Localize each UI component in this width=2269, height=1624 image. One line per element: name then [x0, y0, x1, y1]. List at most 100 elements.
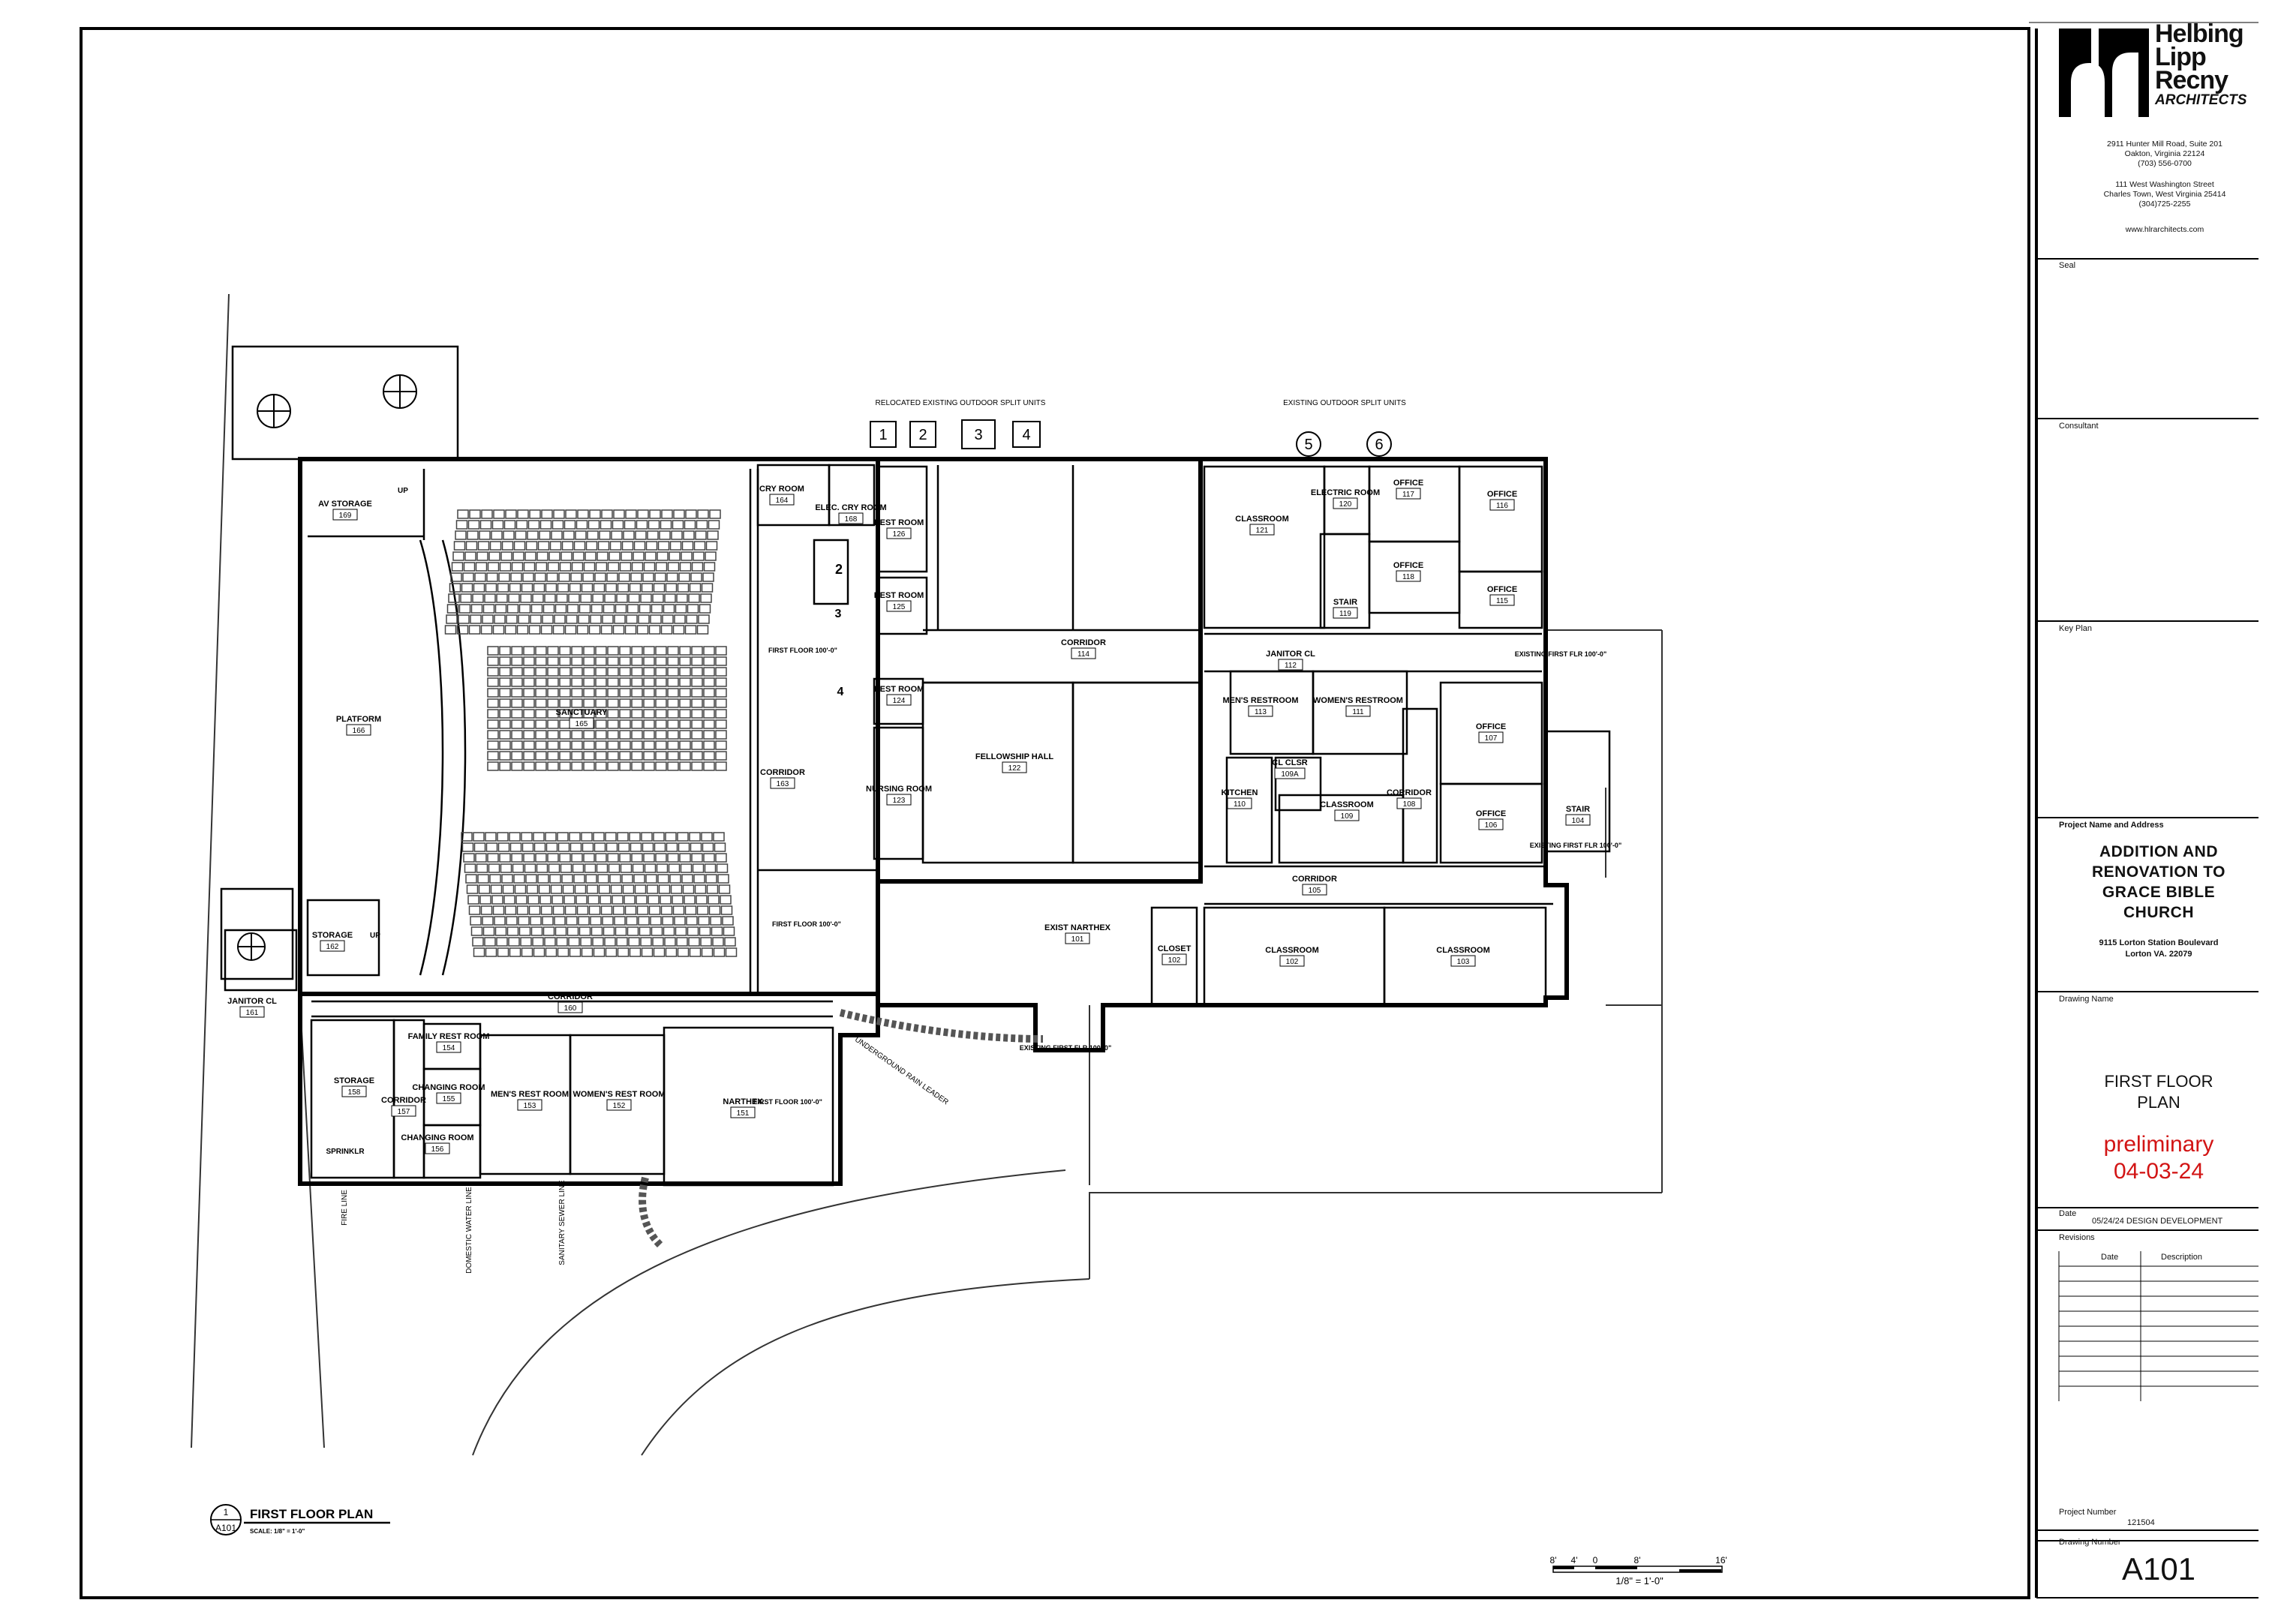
note-water-line: DOMESTIC WATER LINE — [465, 1187, 473, 1274]
room-name: PLATFORM — [336, 715, 381, 724]
project-address-line: Lorton VA. 22079 — [2125, 950, 2192, 959]
room-name: AV STORAGE — [318, 500, 372, 509]
room-number: 158 — [348, 1088, 361, 1097]
room-number: 168 — [845, 515, 858, 524]
room-number: 155 — [443, 1095, 455, 1103]
project-address: 9115 Lorton Station Boulevard Lorton VA.… — [2059, 938, 2258, 960]
office-1-address: 2911 Hunter Mill Road, Suite 201 Oakton,… — [2071, 140, 2258, 169]
title-block-lines — [2036, 258, 2258, 1598]
room-name: CLOSET — [1158, 944, 1192, 953]
view-sheet: A101 — [215, 1523, 236, 1533]
room-name: CLASSROOM — [1436, 946, 1490, 955]
date-value: 05/24/24 DESIGN DEVELOPMENT — [2092, 1217, 2223, 1226]
room-name: REST ROOM — [874, 518, 924, 527]
room-number: 120 — [1339, 500, 1352, 509]
room-number: 151 — [737, 1109, 750, 1118]
room-name: ELECTRIC ROOM — [1311, 488, 1380, 497]
office-line: Charles Town, West Virginia 25414 — [2103, 190, 2226, 199]
elevator-tag: 4 — [837, 686, 844, 698]
svg-text:8': 8' — [1550, 1555, 1557, 1565]
room-number: 124 — [893, 697, 906, 705]
unit-tag: 6 — [1375, 437, 1383, 453]
room-number: 154 — [443, 1044, 455, 1052]
room-name: STORAGE — [334, 1076, 374, 1085]
room-name: OFFICE — [1393, 479, 1423, 488]
room-name: REST ROOM — [874, 591, 924, 600]
office-line: 111 West Washington Street — [2115, 180, 2214, 189]
room-number: 108 — [1403, 800, 1416, 809]
room-number: 126 — [893, 530, 906, 539]
revision-grid — [2058, 1251, 2258, 1401]
status-line: preliminary — [2103, 1132, 2214, 1157]
room-name: CORRIDOR — [381, 1096, 426, 1105]
room-number: 112 — [1285, 662, 1297, 670]
date-label: Date — [2059, 1209, 2077, 1218]
room-name: FAMILY REST ROOM — [408, 1032, 490, 1041]
room-name: CLASSROOM — [1235, 515, 1289, 524]
room-name: KITCHEN — [1222, 788, 1258, 797]
svg-text:8': 8' — [1634, 1555, 1641, 1565]
project-title-line: GRACE BIBLE — [2102, 884, 2216, 901]
room-number: 113 — [1255, 708, 1267, 716]
view-number: 1 — [224, 1507, 229, 1517]
room-label: CLASSROOM 121 — [1235, 515, 1289, 536]
status-line: 04-03-24 — [2113, 1159, 2204, 1184]
svg-text:0: 0 — [1593, 1555, 1598, 1565]
room-name: MEN'S REST ROOM — [491, 1090, 569, 1099]
room-name: WOMEN'S REST ROOM — [573, 1090, 665, 1099]
room-name: CORRIDOR — [1061, 638, 1106, 647]
site-lines — [191, 293, 1663, 1456]
level-note: EXISTING FIRST FLR 100'-0" — [1515, 650, 1606, 658]
room-number: 163 — [777, 780, 789, 788]
room-number: 166 — [353, 727, 365, 735]
room-name: CORRIDOR — [548, 992, 593, 1001]
room-name: CL CLSR — [1272, 758, 1308, 767]
svg-text:4': 4' — [1571, 1555, 1578, 1565]
sheet-border — [80, 27, 2030, 1599]
exterior-walls — [298, 457, 1569, 1186]
drawing-name-line: FIRST FLOOR — [2104, 1072, 2213, 1091]
key-plan-label: Key Plan — [2059, 624, 2093, 633]
view-scale: SCALE: 1/8" = 1'-0" — [250, 1528, 305, 1535]
room-number: 156 — [431, 1145, 444, 1154]
room-number: 102 — [1286, 958, 1299, 966]
room-number: 121 — [1256, 527, 1269, 535]
room-label: REST ROOM 126 — [874, 518, 924, 539]
drawing-name: FIRST FLOOR PLAN — [2059, 1071, 2258, 1113]
room-name: SANCTUARY — [556, 708, 608, 717]
room-name: OFFICE — [1476, 722, 1506, 731]
room-number: 164 — [776, 497, 789, 505]
room-number: 160 — [564, 1004, 577, 1013]
room-number: 118 — [1402, 573, 1414, 581]
drawing-name-label: Drawing Name — [2059, 995, 2114, 1004]
revisions-label: Revisions — [2059, 1233, 2095, 1242]
room-name: OFFICE — [1476, 809, 1506, 818]
room-number: 161 — [246, 1009, 259, 1017]
office-2-address: 111 West Washington Street Charles Town,… — [2071, 180, 2258, 209]
room-number: 169 — [339, 512, 352, 520]
room-labels: AV STORAGE169PLATFORM166SANCTUARY165CRY … — [227, 479, 1591, 1154]
office-line: Oakton, Virginia 22124 — [2124, 149, 2205, 158]
level-note: FIRST FLOOR 100'-0" — [772, 920, 841, 928]
room-name: ELEC. CRY ROOM — [815, 503, 886, 512]
room-number: 116 — [1496, 502, 1508, 510]
unit-tags: 1 2 3 4 5 6 — [870, 419, 1392, 457]
